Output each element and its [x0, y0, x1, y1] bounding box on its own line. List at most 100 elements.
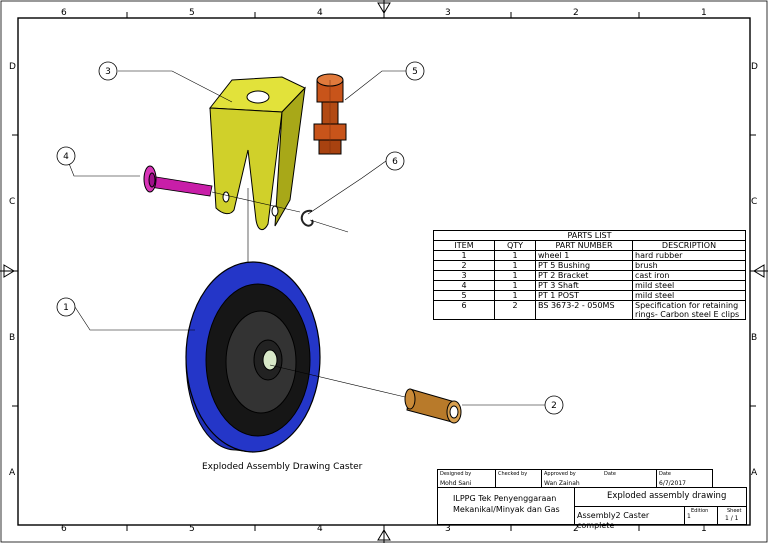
callout-2: 2: [551, 401, 557, 411]
drawing-caption: Exploded Assembly Drawing Caster: [202, 462, 363, 472]
table-row: 6 2 BS 3673-2 - 050MS Specification for …: [433, 300, 746, 320]
table-row: 4 1 PT 3 Shaft mild steel: [433, 280, 746, 291]
zone-col-4-bottom: 4: [317, 524, 323, 534]
organization-line-2: Mekanikal/Minyak dan Gas: [453, 505, 560, 514]
bracket-part: [209, 76, 306, 230]
zone-row-d-left: D: [9, 62, 16, 72]
table-row: 2 1 PT 5 Bushing brush: [433, 260, 746, 271]
zone-col-6-bottom: 6: [61, 524, 67, 534]
organization-line-1: ILPPG Tek Penyenggaraan: [453, 494, 557, 503]
cell-desc: mild steel: [632, 290, 746, 301]
approved-date-label: Date: [604, 471, 616, 477]
cell-item: 2: [433, 260, 495, 271]
zone-col-5-top: 5: [189, 8, 195, 18]
cell-desc: Specification for retaining rings- Carbo…: [632, 300, 746, 320]
callout-1: 1: [63, 303, 69, 313]
table-row: 1 1 wheel 1 hard rubber: [433, 250, 746, 261]
sheet-value: 1 / 1: [725, 515, 739, 522]
zone-row-b-right: B: [751, 333, 758, 343]
checked-by-label: Checked by: [498, 471, 528, 477]
cell-part: PT 3 Shaft: [535, 280, 633, 291]
edition-label: Edition: [691, 508, 709, 514]
approved-by-label: Approved by: [544, 471, 576, 477]
drawing-title-cell: Exploded assembly drawing: [574, 487, 747, 507]
cell-part: PT 5 Bushing: [535, 260, 633, 271]
assembly-axes: [211, 188, 406, 398]
parts-list-title: PARTS LIST: [433, 230, 746, 241]
cell-desc: cast iron: [632, 270, 746, 281]
designed-by-cell: Designed by Mohd Sani: [437, 469, 496, 488]
parts-list-table: PARTS LIST ITEM QTY PART NUMBER DESCRIPT…: [433, 230, 746, 320]
callout-6: 6: [392, 157, 398, 167]
balloons: [56, 61, 564, 415]
sheet-label: Sheet: [727, 508, 742, 514]
zone-ticks: [12, 12, 756, 531]
zone-row-d-right: D: [751, 62, 758, 72]
cell-part: PT 1 POST: [535, 290, 633, 301]
title-block: Designed by Mohd Sani Checked by Approve…: [437, 469, 747, 530]
callout-4: 4: [63, 152, 69, 162]
zone-col-1-bottom: 1: [701, 524, 707, 534]
table-row: 5 1 PT 1 POST mild steel: [433, 290, 746, 301]
shaft-part: [143, 165, 213, 197]
cell-desc: brush: [632, 260, 746, 271]
cell-item: 4: [433, 280, 495, 291]
zone-col-5-bottom: 5: [189, 524, 195, 534]
cell-item: 3: [433, 270, 495, 281]
header-qty: QTY: [494, 240, 536, 251]
zone-col-4-top: 4: [317, 8, 323, 18]
sheet-cell: Sheet 1 / 1: [717, 506, 747, 525]
cell-item: 1: [433, 250, 495, 261]
bushing-part: [404, 388, 462, 424]
table-row: 3 1 PT 2 Bracket cast iron: [433, 270, 746, 281]
cell-part: BS 3673-2 - 050MS: [535, 300, 633, 320]
zone-row-a-left: A: [9, 468, 16, 478]
cell-item: 6: [433, 300, 495, 320]
zone-col-2-top: 2: [573, 8, 579, 18]
zone-row-a-right: A: [751, 468, 758, 478]
cell-part: PT 2 Bracket: [535, 270, 633, 281]
cell-desc: hard rubber: [632, 250, 746, 261]
header-item: ITEM: [433, 240, 495, 251]
zone-col-1-top: 1: [701, 8, 707, 18]
zone-row-c-right: C: [751, 197, 758, 207]
cell-qty: 1: [494, 270, 536, 281]
cell-qty: 1: [494, 290, 536, 301]
date-value: 6/7/2017: [659, 480, 686, 487]
cell-desc: mild steel: [632, 280, 746, 291]
designed-by-label: Designed by: [440, 471, 472, 477]
zone-col-3-bottom: 3: [445, 524, 451, 534]
header-description: DESCRIPTION: [632, 240, 746, 251]
zone-row-c-left: C: [9, 197, 16, 207]
organization-cell: ILPPG Tek Penyenggaraan Mekanikal/Minyak…: [437, 487, 575, 525]
callout-3: 3: [105, 67, 111, 77]
leader-lines: [65, 70, 545, 406]
file-name: Assembly2 Caster complete: [577, 511, 650, 530]
post-part: [313, 73, 347, 155]
header-part-number: PART NUMBER: [535, 240, 633, 251]
cell-part: wheel 1: [535, 250, 633, 261]
wheel-part: [185, 261, 321, 453]
cell-qty: 1: [494, 250, 536, 261]
cell-qty: 1: [494, 280, 536, 291]
file-name-cell: Assembly2 Caster complete: [574, 506, 685, 530]
approved-by-value: Wan Zainah: [544, 480, 580, 487]
zone-col-6-top: 6: [61, 8, 67, 18]
drawing-title: Exploded assembly drawing: [607, 491, 727, 501]
date-cell: Date 6/7/2017: [656, 469, 713, 488]
edition-cell: Edition 1: [684, 506, 718, 525]
edition-value: 1: [687, 513, 691, 520]
balloon-labels: 1 2 3 4 5 6: [63, 67, 557, 411]
zone-col-2-bottom: 2: [573, 524, 579, 534]
date-label: Date: [659, 471, 671, 477]
zone-col-3-top: 3: [445, 8, 451, 18]
designed-by-value: Mohd Sani: [440, 480, 472, 487]
approved-by-cell: Approved by Date Wan Zainah: [541, 469, 657, 488]
cell-item: 5: [433, 290, 495, 301]
zone-row-b-left: B: [9, 333, 16, 343]
e-clip-part: [300, 209, 314, 227]
cell-qty: 2: [494, 300, 536, 320]
callout-5: 5: [412, 67, 418, 77]
